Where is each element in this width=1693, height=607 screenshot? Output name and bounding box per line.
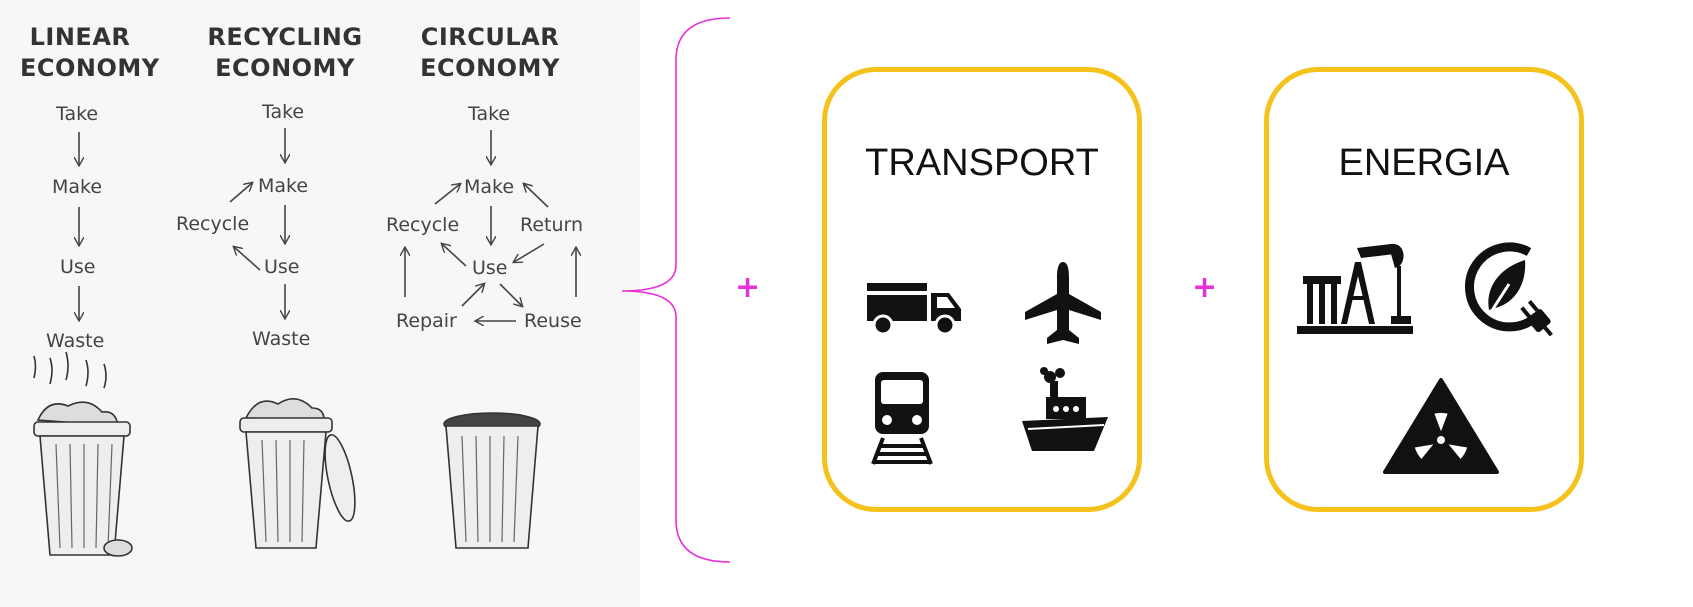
energia-title: ENERGIA: [1338, 142, 1510, 184]
linear-step-use: Use: [60, 256, 96, 278]
circular-step-return: Return: [520, 214, 584, 236]
linear-step-make: Make: [52, 176, 103, 198]
circular-step-repair: Repair: [396, 310, 457, 332]
recycling-step-take: Take: [262, 101, 305, 123]
recycling-step-waste: Waste: [252, 328, 311, 350]
circular-step-reuse: Reuse: [524, 310, 582, 332]
recycling-step-recycle: Recycle: [176, 213, 250, 235]
circular-trash-can: [443, 412, 541, 549]
airplane-icon: [1025, 262, 1101, 344]
oil-pump-icon: [1297, 243, 1413, 334]
green-energy-plug-icon: [1465, 242, 1553, 337]
plus-sign-1: +: [735, 270, 761, 305]
circular-step-recycle: Recycle: [386, 214, 460, 236]
circular-step-use: Use: [472, 257, 508, 279]
transport-card: TRANSPORT: [822, 67, 1142, 512]
circular-step-take: Take: [468, 103, 511, 125]
curly-brace: [621, 17, 731, 563]
train-icon: [871, 372, 933, 465]
linear-step-take: Take: [56, 103, 99, 125]
recycling-step-make: Make: [258, 175, 309, 197]
transport-title: TRANSPORT: [865, 142, 1099, 184]
energia-card: ENERGIA: [1264, 67, 1584, 512]
recycling-trash-can: [239, 398, 356, 549]
recycling-step-use: Use: [264, 256, 300, 278]
linear-trash-can: [33, 351, 133, 557]
circular-step-make: Make: [464, 176, 515, 198]
flow-arrows-and-bins: [33, 128, 640, 557]
truck-icon: [867, 283, 961, 336]
ship-icon: [1022, 367, 1108, 451]
plus-sign-2: +: [1192, 270, 1218, 305]
linear-step-waste: Waste: [46, 330, 105, 352]
radiation-hazard-icon: [1383, 378, 1499, 474]
